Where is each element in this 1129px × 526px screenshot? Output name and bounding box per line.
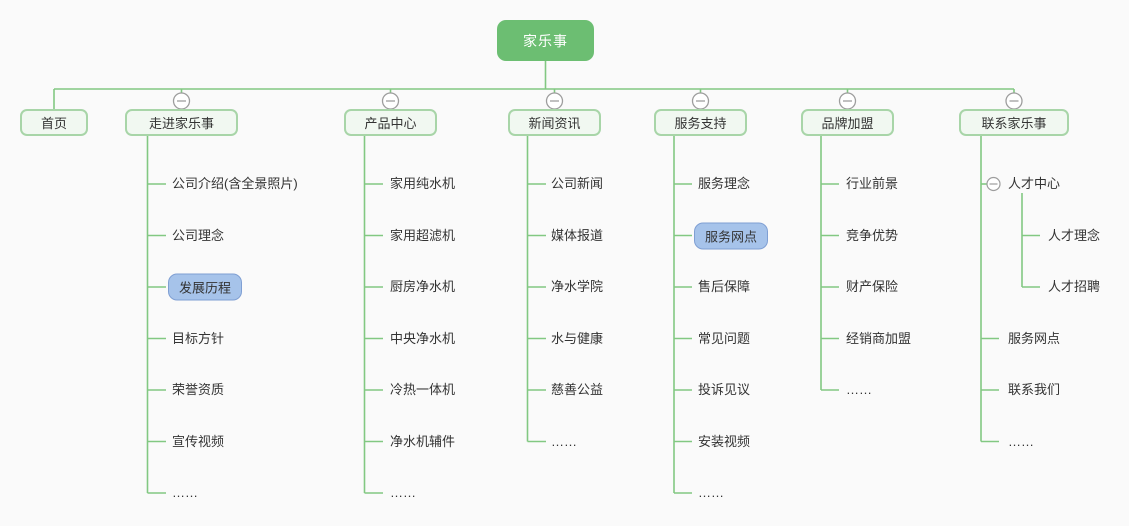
node-company-intro[interactable]: 公司介绍(含全景照片) — [172, 176, 298, 191]
node-dealer-franchise[interactable]: 经销商加盟 — [846, 330, 912, 346]
tree-branch-lines — [53, 61, 1040, 494]
node-home[interactable]: 首页 — [20, 109, 88, 136]
node-competitive-advantage[interactable]: 竞争优势 — [846, 227, 899, 243]
collapse-icon-about[interactable] — [172, 92, 191, 110]
node-install-video[interactable]: 安装视频 — [698, 433, 751, 449]
node-about[interactable]: 走进家乐事 — [125, 109, 238, 136]
node-service-network-contact[interactable]: 服务网点 — [1008, 330, 1061, 346]
node-talent-philosophy[interactable]: 人才理念 — [1048, 227, 1101, 243]
collapse-icon-service[interactable] — [691, 92, 710, 110]
node-goals-policy[interactable]: 目标方针 — [172, 330, 225, 346]
node-charity[interactable]: 慈善公益 — [551, 382, 604, 397]
node-industry-prospects[interactable]: 行业前景 — [846, 176, 899, 191]
node-service[interactable]: 服务支持 — [654, 109, 747, 136]
node-about-more[interactable]: …… — [172, 485, 198, 500]
node-water-health[interactable]: 水与健康 — [551, 330, 604, 346]
node-honors[interactable]: 荣誉资质 — [172, 382, 225, 397]
node-contact-more[interactable]: …… — [1008, 433, 1034, 449]
node-company-philosophy[interactable]: 公司理念 — [172, 227, 225, 243]
node-talent-recruitment[interactable]: 人才招聘 — [1048, 279, 1101, 294]
node-franchise-more[interactable]: …… — [846, 382, 872, 397]
node-contact-us[interactable]: 联系我们 — [1008, 382, 1061, 397]
node-property-insurance[interactable]: 财产保险 — [846, 279, 899, 294]
node-complaints[interactable]: 投诉见议 — [698, 382, 751, 397]
node-news-more[interactable]: …… — [551, 433, 577, 449]
node-ultrafiltration-machine[interactable]: 家用超滤机 — [390, 227, 456, 243]
node-talent-center[interactable]: 人才中心 — [1008, 176, 1061, 191]
node-franchise[interactable]: 品牌加盟 — [801, 109, 894, 136]
node-promo-video[interactable]: 宣传视频 — [172, 433, 225, 449]
node-products[interactable]: 产品中心 — [344, 109, 437, 136]
node-purifier-accessories[interactable]: 净水机辅件 — [390, 433, 456, 449]
node-service-network[interactable]: 服务网点 — [694, 222, 769, 249]
node-purification-academy[interactable]: 净水学院 — [551, 279, 604, 294]
root-node[interactable]: 家乐事 — [497, 20, 594, 61]
node-service-more[interactable]: …… — [698, 485, 724, 500]
node-after-sales[interactable]: 售后保障 — [698, 279, 751, 294]
node-central-purifier[interactable]: 中央净水机 — [390, 330, 456, 346]
node-news[interactable]: 新闻资讯 — [508, 109, 601, 136]
node-hot-cold-machine[interactable]: 冷热一体机 — [390, 382, 456, 397]
node-products-more[interactable]: …… — [390, 485, 416, 500]
node-pure-water-machine[interactable]: 家用纯水机 — [390, 176, 456, 191]
collapse-icon-news[interactable] — [545, 92, 564, 110]
collapse-icon-products[interactable] — [381, 92, 400, 110]
node-development-history[interactable]: 发展历程 — [168, 273, 243, 301]
node-company-news[interactable]: 公司新闻 — [551, 176, 604, 191]
collapse-icon-talent-center[interactable] — [986, 176, 1001, 192]
collapse-icon-contact[interactable] — [1005, 92, 1023, 110]
node-contact[interactable]: 联系家乐事 — [959, 109, 1069, 136]
collapse-icon-franchise[interactable] — [838, 92, 857, 110]
node-kitchen-purifier[interactable]: 厨房净水机 — [390, 279, 456, 294]
node-faq[interactable]: 常见问题 — [698, 330, 751, 346]
node-service-philosophy[interactable]: 服务理念 — [698, 176, 751, 191]
node-media-reports[interactable]: 媒体报道 — [551, 227, 604, 243]
